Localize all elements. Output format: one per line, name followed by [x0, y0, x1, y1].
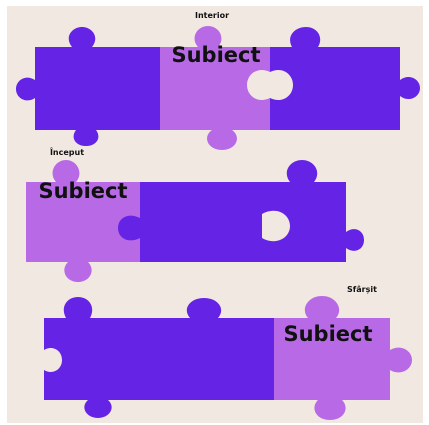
- subject-label-row3: Subiect: [283, 322, 372, 346]
- puzzle-piece-row1-1: [16, 27, 160, 146]
- puzzle-row-sfarsit: Sfârșit Subiect: [44, 285, 412, 420]
- puzzle-piece-row3-3[interactable]: [274, 296, 412, 420]
- position-label-row1: Interior: [195, 11, 229, 20]
- puzzle-row-inceput: Început Subiect: [26, 146, 364, 282]
- subject-label-row2: Subiect: [38, 179, 127, 203]
- position-label-row3: Sfârșit: [347, 285, 377, 295]
- subject-label-row1: Subiect: [171, 43, 260, 67]
- puzzle-row-interior: Interior Subiect: [16, 11, 420, 150]
- puzzle-piece-row1-3: [270, 27, 420, 130]
- position-label-row2: Început: [50, 146, 84, 157]
- puzzle-piece-row2-3: [262, 160, 364, 262]
